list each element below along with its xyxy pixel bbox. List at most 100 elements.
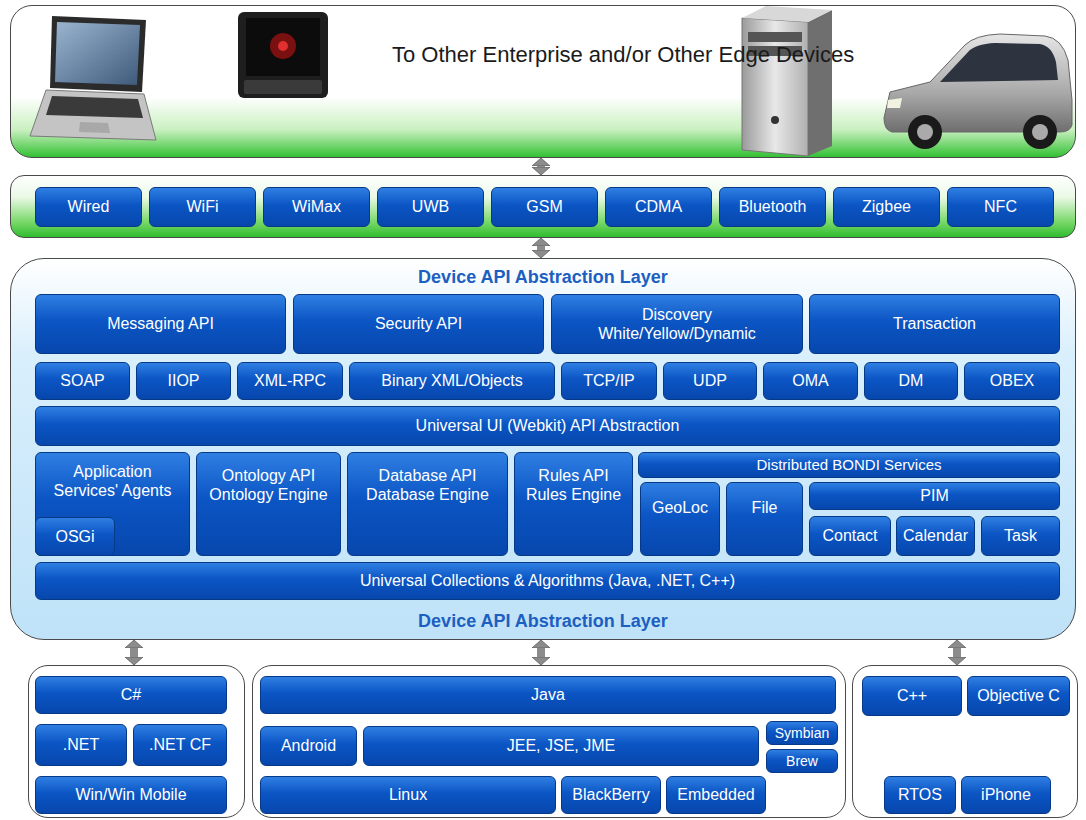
api-box: Database APIDatabase Engine <box>347 452 508 556</box>
api-box: Symbian <box>766 721 838 745</box>
box-label: C++ <box>897 686 927 705</box>
api-box: SOAP <box>35 362 130 400</box>
box-label: Transaction <box>893 314 976 333</box>
api-box: OBEX <box>964 362 1060 400</box>
api-box: Win/Win Mobile <box>35 776 227 814</box>
server-illustration <box>742 6 832 156</box>
api-box: Universal Collections & Algorithms (Java… <box>35 562 1060 600</box>
api-box: Zigbee <box>833 187 940 227</box>
api-box: Bluetooth <box>719 187 826 227</box>
box-label: IIOP <box>167 371 199 390</box>
box-label: Win/Win Mobile <box>75 785 186 804</box>
api-box: DM <box>864 362 958 400</box>
box-label: Symbian <box>775 725 829 742</box>
box-label: Messaging API <box>107 314 214 333</box>
box-label: iPhone <box>981 785 1031 804</box>
destination-caption: To Other Enterprise and/or Other Edge De… <box>392 42 692 68</box>
api-box: RTOS <box>884 776 956 814</box>
phone-screen <box>246 18 320 76</box>
box-label: Database Engine <box>366 485 489 504</box>
api-box: Brew <box>766 749 838 773</box>
box-label: Distributed BONDI Services <box>756 456 941 474</box>
api-box: Rules APIRules Engine <box>514 452 633 556</box>
api-box: XML-RPC <box>237 362 343 400</box>
api-box: NFC <box>947 187 1054 227</box>
box-label: .NET CF <box>149 735 211 754</box>
box-label: Ontology API <box>222 466 315 485</box>
box-label: GSM <box>526 197 562 216</box>
api-box: Java <box>260 676 836 714</box>
car-windows <box>940 43 1058 82</box>
box-label: C# <box>121 685 141 704</box>
box-label: WiFi <box>187 197 219 216</box>
box-label: JEE, JSE, JME <box>507 736 615 755</box>
abstraction-layer-panel: Device API Abstraction LayerDevice API A… <box>10 258 1076 640</box>
box-label: Universal Collections & Algorithms (Java… <box>360 571 735 590</box>
api-box: UWB <box>377 187 484 227</box>
api-box: BlackBerry <box>561 776 661 814</box>
server-drive-bay <box>748 32 802 42</box>
api-box: Calendar <box>896 516 975 556</box>
box-label: Java <box>531 685 565 704</box>
double-arrow <box>130 648 138 657</box>
api-box: GSM <box>491 187 598 227</box>
api-box: Transaction <box>809 294 1060 354</box>
device-illustrations <box>0 0 1086 170</box>
api-box: Distributed BONDI Services <box>638 452 1060 478</box>
api-box: iPhone <box>961 776 1051 814</box>
box-label: Ontology Engine <box>209 485 327 504</box>
box-label: XML-RPC <box>254 371 326 390</box>
box-label: Database API <box>379 466 477 485</box>
api-box: Ontology APIOntology Engine <box>196 452 341 556</box>
box-label: UWB <box>412 197 449 216</box>
car-headlight <box>887 98 902 108</box>
double-arrow <box>537 648 545 657</box>
laptop-touchpad <box>79 122 110 133</box>
server-top <box>742 6 832 22</box>
api-box: Binary XML/Objects <box>349 362 555 400</box>
box-label: Linux <box>389 785 427 804</box>
box-label: Rules API <box>538 466 608 485</box>
api-box: GeoLoc <box>640 482 720 556</box>
server-drive-bay <box>748 46 802 56</box>
car-hub <box>917 124 933 140</box>
box-label: Security API <box>375 314 462 333</box>
box-label: RTOS <box>898 785 942 804</box>
platform-panel: C#.NET.NET CFWin/Win Mobile <box>28 665 245 818</box>
box-label: GeoLoc <box>652 498 708 517</box>
phone-screen-eye <box>278 41 288 51</box>
box-label: Brew <box>786 753 818 770</box>
server-front <box>742 18 808 156</box>
api-box: Security API <box>293 294 544 354</box>
api-box: Contact <box>809 516 891 556</box>
box-label: Wired <box>68 197 110 216</box>
car-wheel <box>1023 115 1057 149</box>
box-label: Objective C <box>977 686 1060 705</box>
box-label: Calendar <box>903 526 968 545</box>
api-box: Application Services' AgentsOSGi <box>35 452 190 556</box>
api-box: C++ <box>862 676 962 716</box>
box-label: OBEX <box>990 371 1034 390</box>
box-label: Application Services' Agents <box>48 462 177 500</box>
car-hub <box>1032 124 1048 140</box>
box-label: OSGi <box>55 527 94 546</box>
api-box: Objective C <box>967 676 1070 716</box>
laptop-lid <box>50 16 146 92</box>
box-label: Contact <box>822 526 877 545</box>
server-button <box>771 116 779 124</box>
platform-panel: C++ Objective C RTOS iPhone <box>852 665 1078 818</box>
api-box: JEE, JSE, JME <box>363 726 759 766</box>
api-box: OMA <box>763 362 858 400</box>
api-box: Task <box>981 516 1060 556</box>
box-label: WiMax <box>292 197 341 216</box>
laptop-base <box>30 90 156 140</box>
api-box: Wired <box>35 187 142 227</box>
box-label: OMA <box>792 371 828 390</box>
box-label: White/Yellow/Dynamic <box>598 324 756 343</box>
box-label: Rules Engine <box>526 485 621 504</box>
layer-title: Device API Abstraction Layer <box>418 611 668 633</box>
api-box: OSGi <box>35 517 115 556</box>
box-label: Bluetooth <box>739 197 807 216</box>
box-label: Zigbee <box>862 197 911 216</box>
box-label: PIM <box>920 486 948 505</box>
